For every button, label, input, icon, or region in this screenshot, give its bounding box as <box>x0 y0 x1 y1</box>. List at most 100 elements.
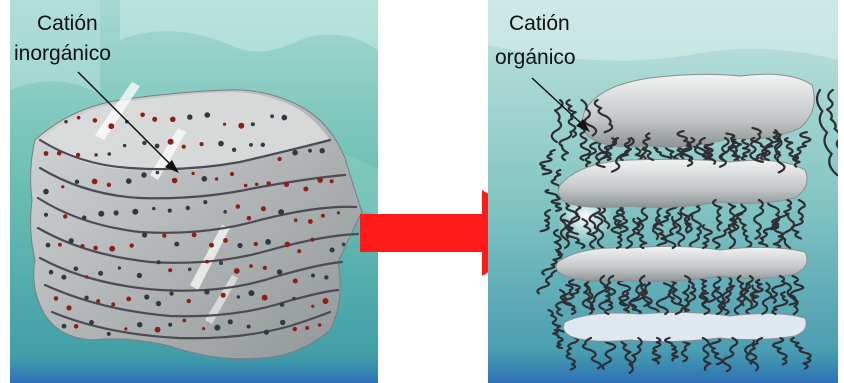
cation-dot <box>255 183 258 186</box>
cation-dot <box>44 151 49 156</box>
cation-dot <box>124 327 127 330</box>
cation-dot <box>93 246 98 251</box>
cation-dot <box>247 216 252 221</box>
cation-dot <box>107 183 111 187</box>
cation-dot <box>249 264 253 268</box>
cation-dot <box>293 327 297 331</box>
cation-dot <box>223 210 227 214</box>
cation-dot <box>320 148 325 153</box>
cation-dot <box>182 319 186 323</box>
cation-dot <box>204 289 209 294</box>
cation-dot <box>152 117 157 122</box>
cation-dot <box>308 219 313 224</box>
cation-dot <box>263 266 267 270</box>
cation-dot <box>218 141 224 147</box>
cation-dot <box>330 248 335 253</box>
cation-dot <box>62 324 67 329</box>
cation-dot <box>205 260 209 264</box>
cation-dot <box>111 302 115 306</box>
cation-dot <box>85 275 88 278</box>
cation-dot <box>292 150 298 156</box>
cation-dot <box>223 238 228 243</box>
cation-dot <box>96 299 100 303</box>
cation-dot <box>118 266 121 269</box>
cation-dot <box>202 176 208 182</box>
cation-dot <box>174 242 179 247</box>
cation-dot <box>214 325 220 331</box>
clay-sheet-2 <box>558 159 807 207</box>
cation-dot <box>228 319 233 324</box>
cation-dot <box>123 144 126 147</box>
cation-dot <box>63 214 67 218</box>
cation-dot <box>126 178 132 184</box>
cation-dot <box>311 274 315 278</box>
cation-dot <box>172 178 178 184</box>
cation-dot <box>305 326 309 330</box>
cation-dot <box>264 330 269 335</box>
cation-dot <box>49 270 54 275</box>
cation-dot <box>261 143 265 147</box>
cation-dot <box>254 242 258 246</box>
cation-dot <box>156 171 160 175</box>
cation-dot <box>92 179 98 185</box>
label-organic-line2: orgánico <box>495 46 576 69</box>
label-inorganic-line2: inorgánico <box>14 42 111 65</box>
cation-dot <box>132 209 138 215</box>
cation-dot <box>191 172 194 175</box>
label-organic-line1: Catión <box>509 12 570 35</box>
cation-dot <box>280 320 285 325</box>
cation-dot <box>310 238 314 242</box>
cation-dot <box>292 297 295 300</box>
cation-dot <box>324 275 328 279</box>
cation-dot <box>89 320 94 325</box>
cation-dot <box>244 184 248 188</box>
cation-dot <box>61 185 64 188</box>
cation-dot <box>308 149 312 153</box>
cation-dot <box>74 267 79 272</box>
cation-dot <box>94 153 97 156</box>
cation-dot <box>265 239 271 245</box>
cation-dot <box>168 209 172 213</box>
cation-dot <box>318 323 322 327</box>
cation-dot <box>294 218 298 222</box>
cation-dot <box>280 303 284 307</box>
cation-dot <box>108 123 114 129</box>
cation-dot <box>44 213 48 217</box>
cation-dot <box>330 179 334 183</box>
cation-dot <box>46 243 51 248</box>
cation-dot <box>75 180 79 184</box>
cation-dot <box>234 268 240 274</box>
cation-dot <box>278 209 284 215</box>
cation-dot <box>84 296 88 300</box>
cation-dot <box>170 292 174 296</box>
left-bottom-shade <box>10 355 378 383</box>
cation-dot <box>277 269 282 274</box>
label-inorganic-line1: Catión <box>37 12 98 35</box>
cation-dot <box>168 323 172 327</box>
cation-dot <box>82 215 87 220</box>
cation-dot <box>66 305 71 310</box>
cation-dot <box>230 172 234 176</box>
cation-dot <box>278 157 282 161</box>
cation-dot <box>223 123 226 126</box>
cation-dot <box>43 189 49 195</box>
cation-dot <box>249 143 253 147</box>
cation-dot <box>98 211 104 217</box>
cation-dot <box>156 301 161 306</box>
cation-dot <box>321 214 325 218</box>
cation-dot <box>155 144 160 149</box>
cation-dot <box>251 122 255 126</box>
clay-sheet-3 <box>556 246 807 281</box>
cation-dot <box>57 151 62 156</box>
cation-dot <box>168 268 172 272</box>
cation-dot <box>267 181 271 185</box>
cation-dot <box>311 305 314 308</box>
cation-dot <box>248 290 254 296</box>
cation-dot <box>202 327 205 330</box>
cation-dot <box>107 332 111 336</box>
cation-dot <box>187 299 191 303</box>
cation-dot <box>126 297 131 302</box>
cation-dot <box>297 249 301 253</box>
cation-dot <box>108 152 112 156</box>
cation-dot <box>219 261 223 265</box>
